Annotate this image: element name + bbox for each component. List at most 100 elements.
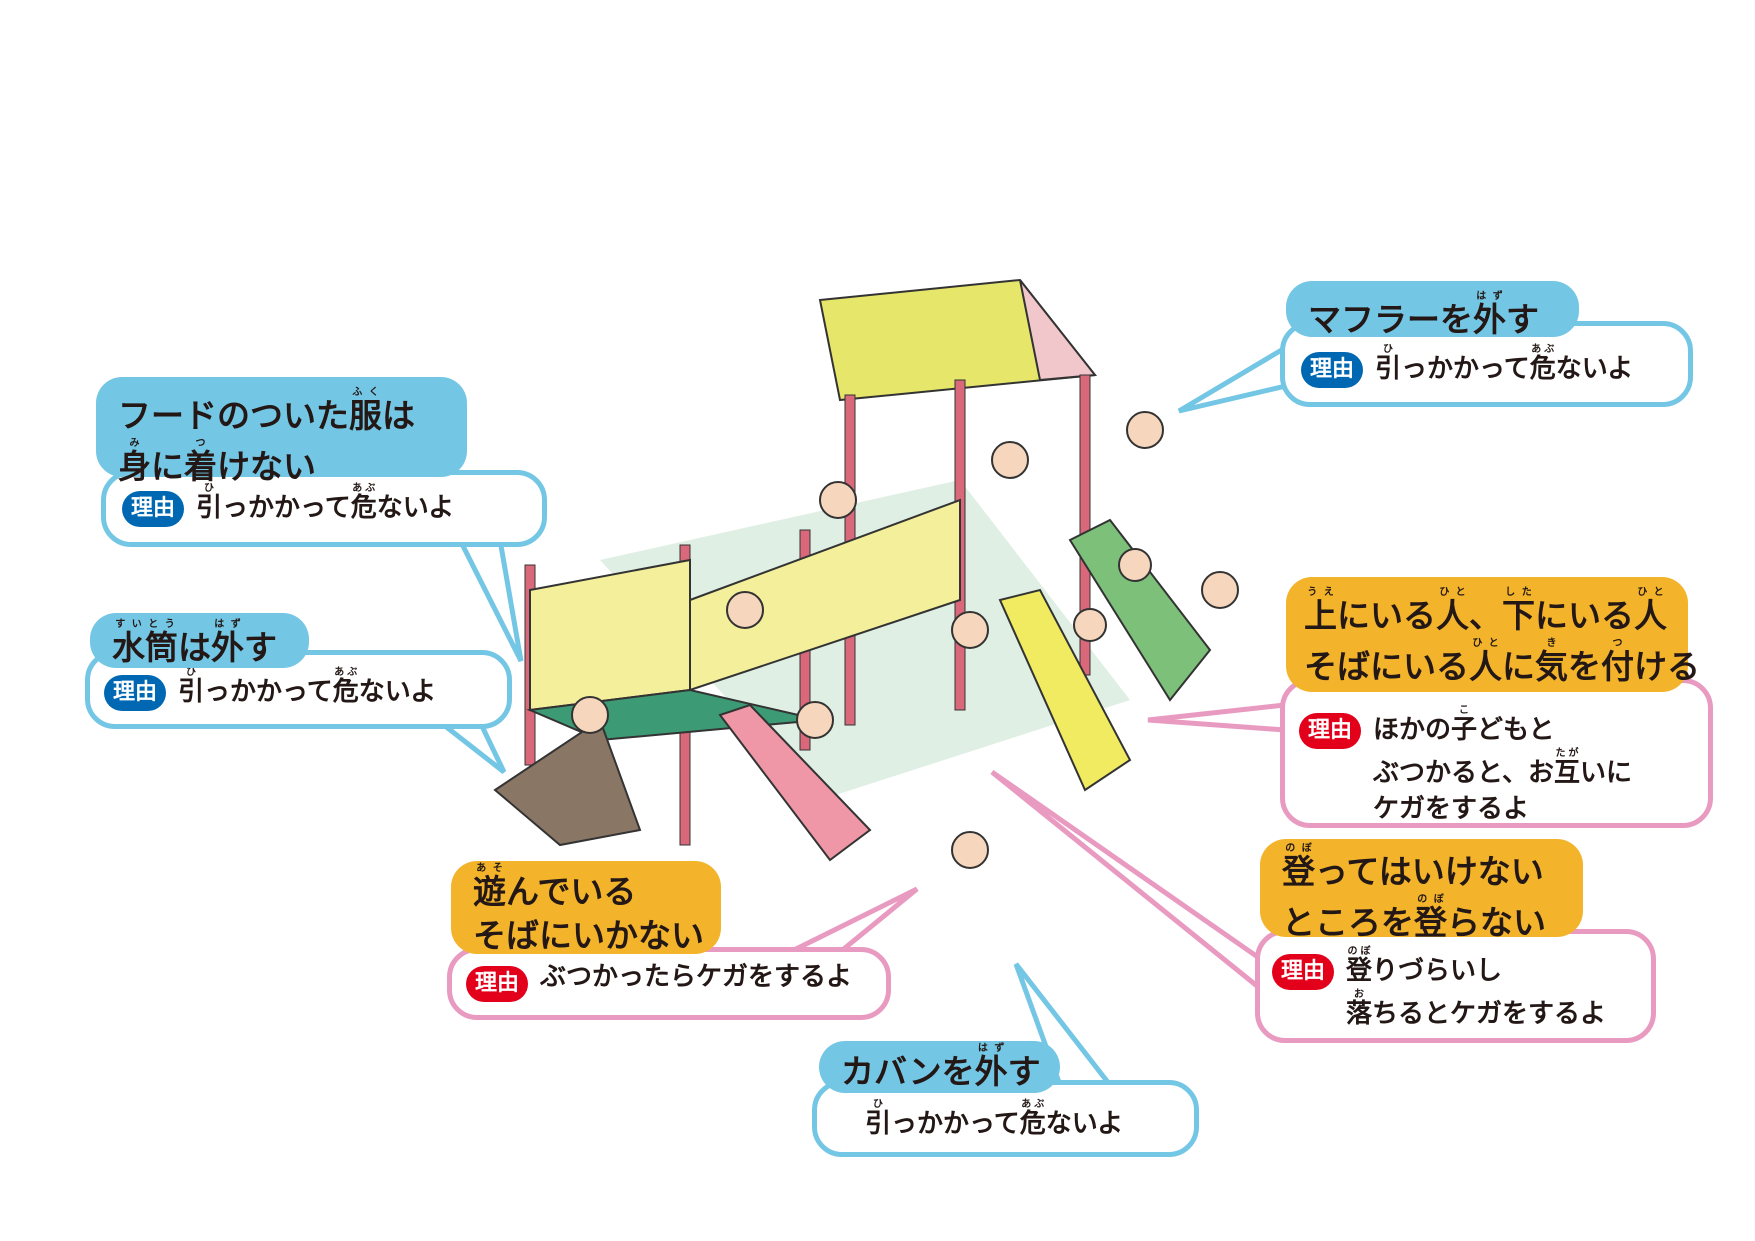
furigana: お	[1346, 989, 1373, 1000]
text-segment: を	[1568, 647, 1601, 686]
text-line: 引ひっかかって危あぶないよ	[178, 667, 436, 711]
text-segment: 登のぼ	[1346, 946, 1373, 986]
callout-watch-others-reason: 理由ほかの子こどもとぶつかると、お互たがいにケガをするよ	[1280, 678, 1713, 828]
callout-water-bottle-reason: 理由引ひっかかって危あぶないよ	[85, 650, 512, 729]
text-segment: 登のぼ	[1282, 843, 1315, 891]
reason-badge: 理由	[1272, 954, 1335, 990]
furigana: あぶ	[1529, 344, 1556, 355]
text-segment: 着つ	[184, 438, 217, 486]
text-segment: 外はず	[974, 1043, 1008, 1091]
text-segment: らない	[1447, 903, 1546, 942]
text-segment: ちるとケガをするよ	[1372, 999, 1607, 1029]
callout-no-climbing-title: 登のぼってはいけないところを登のぼらない	[1260, 839, 1583, 942]
callout-hood-title: フードのついた服ふくは身みに着つけない	[96, 377, 467, 486]
text-line: マフラーを外はずす	[1308, 291, 1557, 342]
text-segment: 外はず	[211, 619, 244, 667]
text-segment: っかかって	[891, 1109, 1020, 1139]
text-segment: んでいる	[506, 872, 637, 911]
furigana: あぶ	[1019, 1099, 1046, 1110]
text-segment: 登のぼ	[1414, 894, 1447, 942]
text-line: そばにいる人ひとに気きを付つける	[1304, 638, 1700, 689]
text-segment: 引ひ	[865, 1099, 892, 1139]
furigana: たが	[1553, 748, 1580, 759]
furigana: ひ	[196, 483, 223, 494]
furigana: はず	[211, 619, 244, 630]
text-line: 登のぼりづらいし	[1346, 946, 1606, 989]
furigana: き	[1535, 638, 1568, 649]
green-slide	[1068, 518, 1212, 702]
callout-bag-title: カバンを外はずす	[819, 1041, 1060, 1093]
text-segment: ところを	[1282, 903, 1414, 942]
text-segment: 落お	[1346, 989, 1373, 1029]
text-segment: ぶつかったらケガをするよ	[540, 962, 853, 992]
callout-muffler-title: マフラーを外はずす	[1286, 281, 1579, 339]
text-line: ぶつかると、お互たがいに	[1373, 748, 1632, 791]
text-segment: フードのついた	[118, 396, 349, 435]
pink-slide	[718, 703, 872, 862]
text-segment: 引ひ	[178, 667, 205, 707]
text-line: 遊あそんでいる	[473, 863, 699, 914]
text-segment: 遊あそ	[473, 863, 506, 911]
furigana: はず	[1473, 291, 1506, 302]
text-line: 水すい筒とうは外はずす	[112, 619, 287, 670]
text-line: カバンを外はずす	[841, 1043, 1041, 1094]
text-line: 身みに着つけない	[118, 438, 445, 489]
text-segment: 子こ	[1451, 705, 1478, 745]
text-segment: どもと	[1477, 715, 1555, 745]
text-segment: は	[178, 628, 211, 667]
text-segment: に	[1502, 647, 1535, 686]
text-segment: そばにいる	[1304, 647, 1469, 686]
text-segment: ほかの	[1373, 715, 1452, 745]
furigana: み	[118, 438, 151, 449]
text-line: フードのついた服ふくは	[118, 387, 445, 438]
text-segment: にいる	[1535, 596, 1634, 635]
callout-no-climbing-reason: 理由登のぼりづらいし落おちるとケガをするよ	[1255, 929, 1656, 1043]
text-segment: 人ひと	[1436, 587, 1469, 635]
furigana: ひと	[1436, 587, 1469, 598]
text-segment: 筒とう	[145, 619, 178, 667]
text-segment: いに	[1580, 758, 1633, 788]
furigana: ひと	[1469, 638, 1502, 649]
text-segment: ないよ	[376, 493, 455, 523]
reason-badge: 理由	[1299, 713, 1362, 749]
text-line: そばにいかない	[473, 914, 704, 958]
climbing-wall	[493, 718, 642, 847]
furigana: のぼ	[1346, 946, 1373, 957]
reason-badge: 理由	[1301, 352, 1364, 388]
text-segment: ないよ	[1555, 354, 1634, 384]
text-line: ほかの子こどもと	[1373, 705, 1632, 748]
furigana: ひ	[1375, 344, 1402, 355]
furigana: とう	[145, 619, 178, 630]
furigana: ひ	[865, 1099, 891, 1110]
furigana: ひ	[178, 667, 205, 678]
text-line: 登のぼってはいけない	[1282, 843, 1561, 894]
text-segment: 危あぶ	[350, 483, 377, 523]
reason-badge: 理由	[466, 966, 529, 1002]
furigana: こ	[1451, 705, 1478, 716]
callout-watch-others-title: 上うえにいる人ひと、下したにいる人ひとそばにいる人ひとに気きを付つける	[1286, 577, 1700, 692]
furigana: した	[1502, 587, 1535, 598]
children	[571, 411, 1239, 869]
text-segment: 水すい	[112, 619, 145, 667]
text-segment: りづらいし	[1372, 956, 1503, 986]
text-segment: 上うえ	[1304, 587, 1337, 635]
text-segment: 下した	[1502, 587, 1535, 635]
bridge-panel	[689, 498, 961, 692]
text-segment: マフラーを	[1308, 300, 1473, 339]
text-segment: ぶつかると、お	[1373, 758, 1554, 788]
text-segment: 服ふく	[349, 387, 382, 435]
text-segment: 、	[1469, 596, 1502, 635]
text-segment: 危あぶ	[1529, 344, 1556, 384]
text-segment: す	[1007, 1052, 1041, 1091]
furigana: あぶ	[332, 667, 359, 678]
callout-stay-away-title: 遊あそんでいるそばにいかない	[451, 861, 721, 955]
text-segment: に	[151, 447, 184, 486]
text-line: 引ひっかかって危あぶないよ	[865, 1099, 1123, 1143]
text-segment: っかかって	[222, 493, 351, 523]
text-segment: 引ひ	[1375, 344, 1402, 384]
text-segment: は	[382, 396, 415, 435]
furigana: つ	[184, 438, 217, 449]
text-line: 引ひっかかって危あぶないよ	[1375, 344, 1633, 388]
furigana: うえ	[1304, 587, 1337, 598]
